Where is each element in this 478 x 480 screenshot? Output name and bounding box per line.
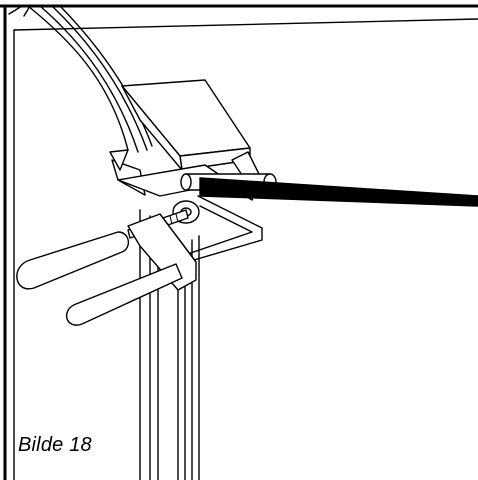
clamp-frame <box>159 195 263 271</box>
opener-rail <box>199 177 478 207</box>
curved-door-track <box>27 5 153 153</box>
mounting-bracket <box>111 79 251 197</box>
outer-frame <box>0 4 478 480</box>
wall-edges <box>13 18 478 480</box>
upper-handle <box>16 231 129 290</box>
figure-caption: Bilde 18 <box>18 434 92 456</box>
lower-handle <box>65 263 183 326</box>
